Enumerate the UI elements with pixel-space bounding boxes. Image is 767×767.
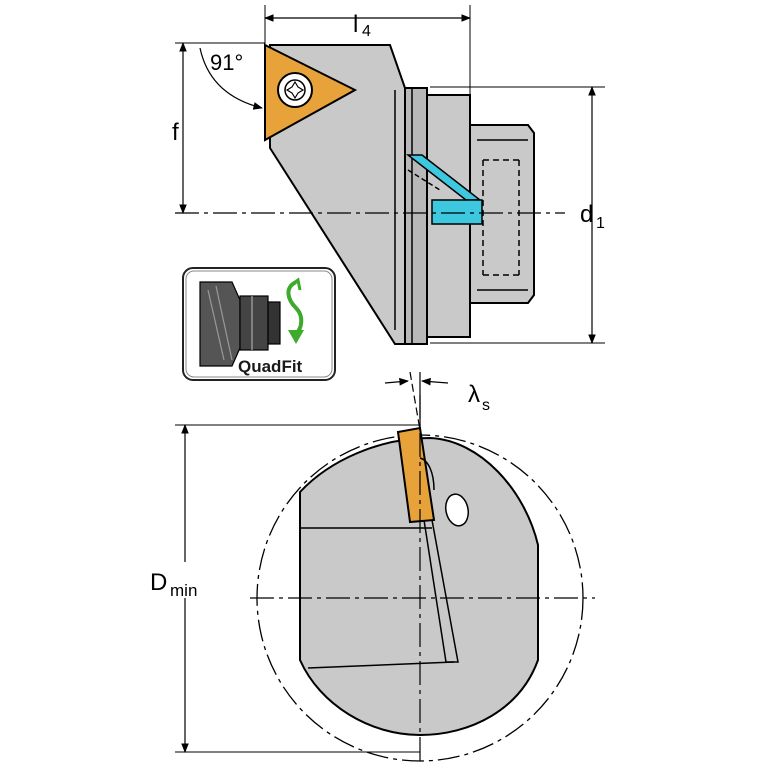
- dimension-l4: l 4: [264, 11, 471, 40]
- angle-lambda-s: [384, 371, 449, 431]
- front-body: [299, 436, 539, 737]
- rotate-arrow-icon: [286, 277, 304, 344]
- coolant-hole: [444, 493, 470, 527]
- label-l4: l: [353, 11, 358, 38]
- coupling-icon: [199, 281, 281, 367]
- label-l4-sub: 4: [362, 23, 371, 40]
- coolant-channel: [405, 154, 483, 225]
- dimension-dmin: D min: [148, 424, 420, 753]
- label-dmin-sub: min: [170, 581, 197, 600]
- label-angle: 91°: [210, 50, 243, 75]
- angle-annotation: 91°: [199, 47, 263, 110]
- front-view: λ s D min: [148, 371, 595, 762]
- label-lambda-s-sub: s: [482, 397, 490, 414]
- label-dmin: D: [150, 569, 167, 596]
- section-lines: [299, 492, 459, 669]
- label-d1: d: [580, 201, 593, 228]
- quadfit-badge: QuadFit: [182, 267, 336, 381]
- badge-label: QuadFit: [238, 357, 303, 376]
- extension-lines: [175, 5, 605, 344]
- front-insert: [396, 426, 436, 524]
- dimension-f: f: [172, 42, 187, 214]
- top-view: l 4 f 91° d 1: [172, 5, 605, 345]
- cutting-insert: [264, 43, 358, 142]
- label-d1-sub: 1: [596, 215, 605, 232]
- label-lambda-s: λ: [468, 381, 480, 408]
- dimension-d1: d 1: [580, 86, 605, 344]
- tool-body: [269, 44, 406, 345]
- screw-icon: [277, 72, 313, 108]
- label-f: f: [172, 119, 179, 146]
